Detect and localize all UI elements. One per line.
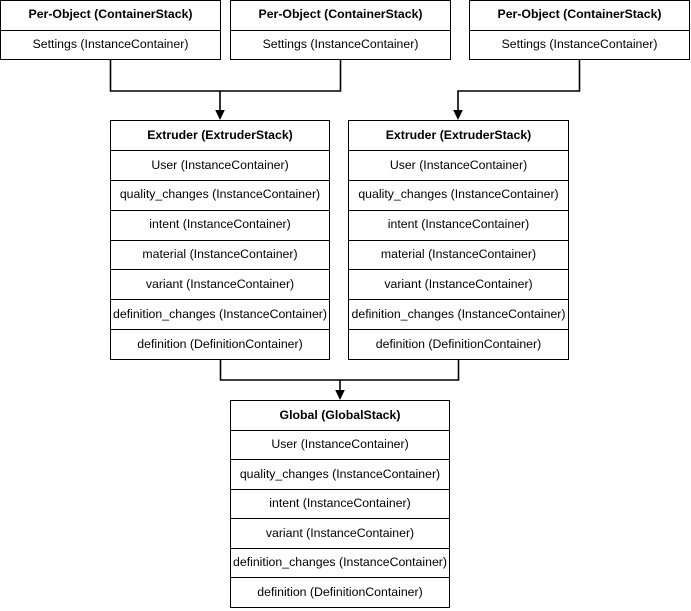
stack-row-quality-changes: quality_changes (InstanceContainer) [111,179,329,210]
arrowhead-extruder2 [453,110,463,120]
stack-row-definition-changes: definition_changes (InstanceContainer) [349,299,568,329]
stack-row-user: User (InstanceContainer) [349,149,568,180]
stack-header: Per-Object (ContainerStack) [28,7,193,22]
stack-row-user: User (InstanceContainer) [231,429,449,460]
edge-perobject3-to-extruder2 [457,60,581,113]
stack-header: Per-Object (ContainerStack) [258,7,423,22]
stack-row-settings: Settings (InstanceContainer) [470,29,689,60]
stack-header: Per-Object (ContainerStack) [497,7,662,22]
stack-header: Extruder (ExtruderStack) [385,127,532,142]
stack-row-user: User (InstanceContainer) [111,149,329,180]
stack-row-definition-changes: definition_changes (InstanceContainer) [111,299,329,329]
stack-row-material: material (InstanceContainer) [349,239,568,270]
stack-header: Extruder (ExtruderStack) [147,127,293,142]
stack-row-material: material (InstanceContainer) [111,239,329,270]
edge-perobject2-to-extruder1 [220,60,342,92]
stack-box-per-object-1[interactable]: Per-Object (ContainerStack) Settings (In… [0,0,221,60]
stack-row-definition: definition (DefinitionContainer) [231,577,449,607]
stack-row-settings: Settings (InstanceContainer) [231,29,450,60]
stack-box-global[interactable]: Global (GlobalStack) User (InstanceConta… [230,400,450,608]
edge-extruder1-to-global [219,360,340,381]
arrowhead-global [335,390,345,400]
edge-extruder2-to-global [340,360,460,381]
edge-perobject1-to-extruder1 [109,60,220,92]
stack-row-settings: Settings (InstanceContainer) [1,29,220,60]
stack-box-per-object-2[interactable]: Per-Object (ContainerStack) Settings (In… [230,0,451,60]
stack-box-per-object-3[interactable]: Per-Object (ContainerStack) Settings (In… [469,0,690,60]
stack-row-quality-changes: quality_changes (InstanceContainer) [231,459,449,489]
stack-row-quality-changes: quality_changes (InstanceContainer) [349,179,568,210]
stack-row-intent: intent (InstanceContainer) [349,209,568,240]
stack-row-definition: definition (DefinitionContainer) [111,329,329,359]
stack-box-extruder-2[interactable]: Extruder (ExtruderStack) User (InstanceC… [348,120,569,360]
stack-row-variant: variant (InstanceContainer) [111,269,329,299]
stack-row-variant: variant (InstanceContainer) [349,269,568,299]
stack-row-definition-changes: definition_changes (InstanceContainer) [231,547,449,578]
stack-box-extruder-1[interactable]: Extruder (ExtruderStack) User (InstanceC… [110,120,330,360]
stack-header: Global (GlobalStack) [279,407,401,422]
arrowhead-extruder1 [215,110,225,120]
stack-row-intent: intent (InstanceContainer) [231,488,449,519]
stack-row-variant: variant (InstanceContainer) [231,518,449,548]
stack-row-definition: definition (DefinitionContainer) [349,329,568,359]
stack-row-intent: intent (InstanceContainer) [111,209,329,240]
